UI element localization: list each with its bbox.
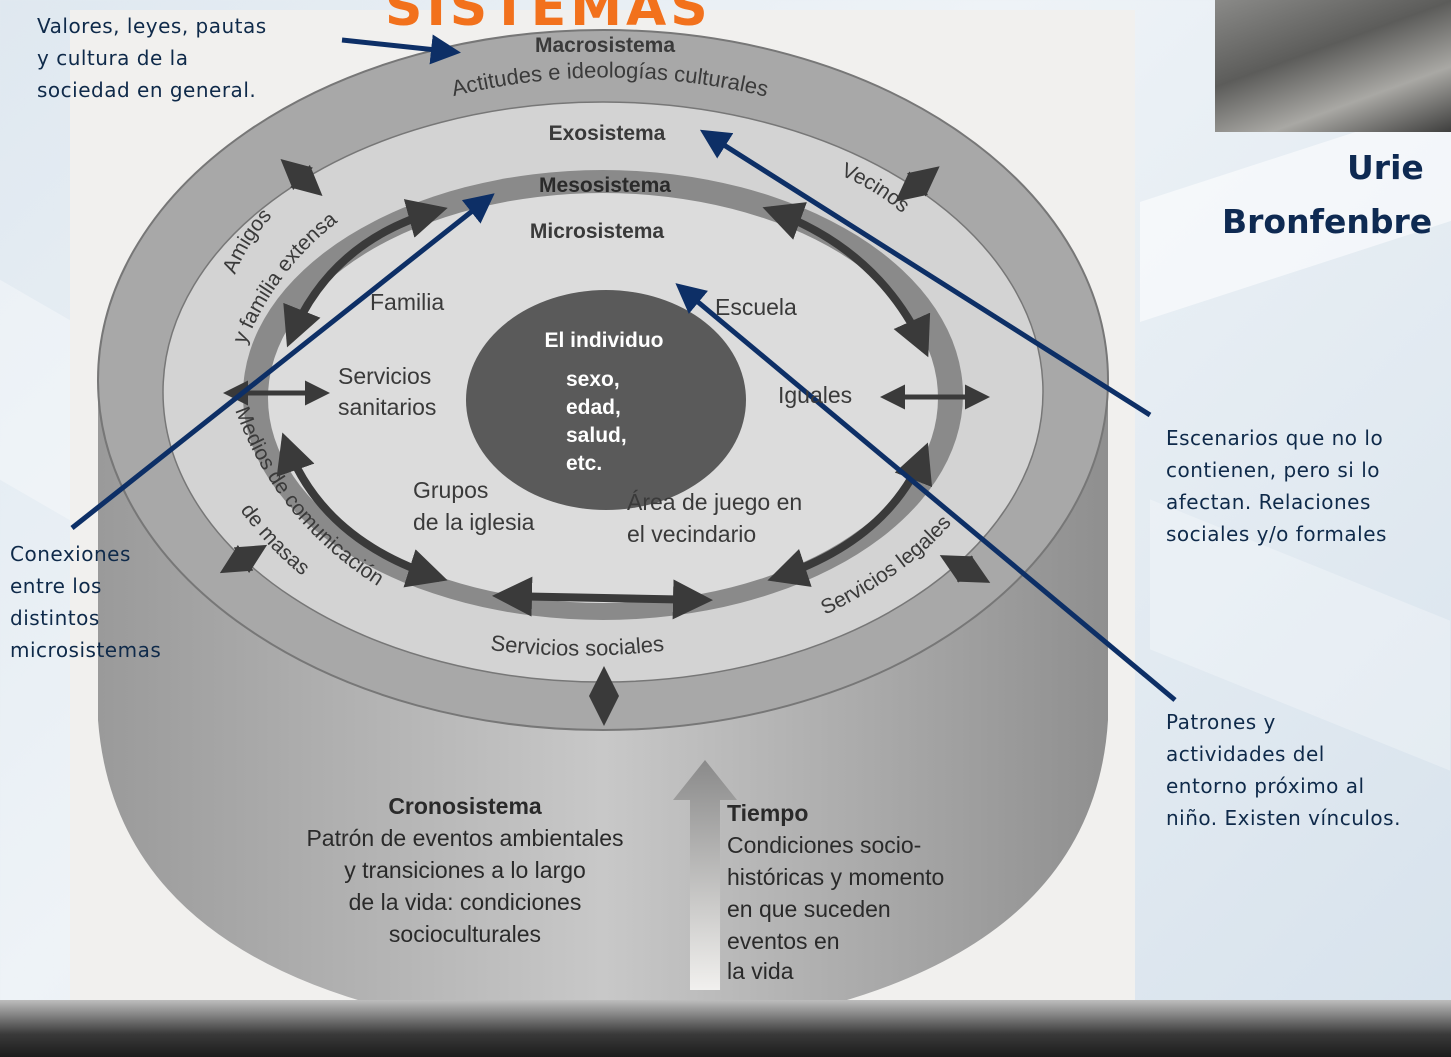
micro-item-iguales: Iguales [778,382,852,408]
core-line-3: salud, [566,424,627,447]
core-line-1: sexo, [566,368,620,391]
core-title: El individuo [545,329,664,352]
author-photo [1215,0,1451,132]
note-exo-line: Escenarios que no lo [1166,426,1384,450]
micro-item-vecindario: el vecindario [627,521,756,547]
macro-pointer [341,34,461,65]
crono-line-2: y transiciones a lo largo [344,857,586,883]
note-exo: Escenarios que no lo contienen, pero si … [1166,422,1387,550]
core-circle [466,290,746,510]
crono-line-4: socioculturales [389,921,541,947]
note-meso-line: Conexiones [10,542,131,566]
note-exo-line: sociales y/o formales [1166,522,1387,546]
crono-line-3: de la vida: condiciones [349,889,582,915]
micro-item-area-juego: Área de juego en [627,489,802,515]
exo-pointer [699,129,1152,418]
tiempo-line-4: eventos en [727,928,840,954]
meso-name: Mesosistema [539,174,671,197]
note-macro-line: sociedad en general. [37,78,257,102]
note-meso-line: microsistemas [10,638,162,662]
micro-item-servicios: Servicios [338,363,431,389]
note-micro-line: niño. Existen vínculos. [1166,806,1401,830]
crono-name: Cronosistema [388,793,542,819]
time-arrow [673,760,737,990]
tiempo-line-1: Condiciones socio- [727,832,921,858]
slide-bottom-bar [0,1000,1451,1057]
author-last-name: Bronfenbre [1222,202,1433,241]
author-first-name: Urie [1347,148,1424,187]
note-macro: Valores, leyes, pautas y cultura de la s… [37,10,267,106]
tiempo-line-2: históricas y momento [727,864,944,890]
note-meso-line: distintos [10,606,100,630]
macro-name: Macrosistema [535,34,675,57]
micro-item-familia: Familia [370,289,444,315]
note-exo-line: contienen, pero si lo [1166,458,1380,482]
note-micro: Patrones y actividades del entorno próxi… [1166,706,1401,834]
note-exo-line: afectan. Relaciones [1166,490,1371,514]
core-line-2: edad, [566,396,621,419]
exo-name: Exosistema [549,122,666,145]
meso-pointer [70,193,495,530]
note-macro-line: Valores, leyes, pautas [37,14,267,38]
micro-item-sanitarios: sanitarios [338,394,436,420]
tiempo-line-5: la vida [727,958,794,984]
note-meso-line: entre los [10,574,102,598]
tiempo-line-3: en que suceden [727,896,891,922]
micro-pointer [675,283,1177,702]
crono-line-1: Patrón de eventos ambientales [306,825,623,851]
note-micro-line: actividades del [1166,742,1325,766]
note-macro-line: y cultura de la [37,46,189,70]
note-micro-line: entorno próximo al [1166,774,1365,798]
note-micro-line: Patrones y [1166,710,1276,734]
micro-item-iglesia: de la iglesia [413,509,535,535]
micro-item-escuela: Escuela [715,294,797,320]
micro-item-grupos: Grupos [413,477,488,503]
micro-name: Microsistema [530,220,665,243]
note-meso: Conexiones entre los distintos microsist… [10,538,161,666]
tiempo-name: Tiempo [727,800,808,826]
core-line-4: etc. [566,452,602,475]
